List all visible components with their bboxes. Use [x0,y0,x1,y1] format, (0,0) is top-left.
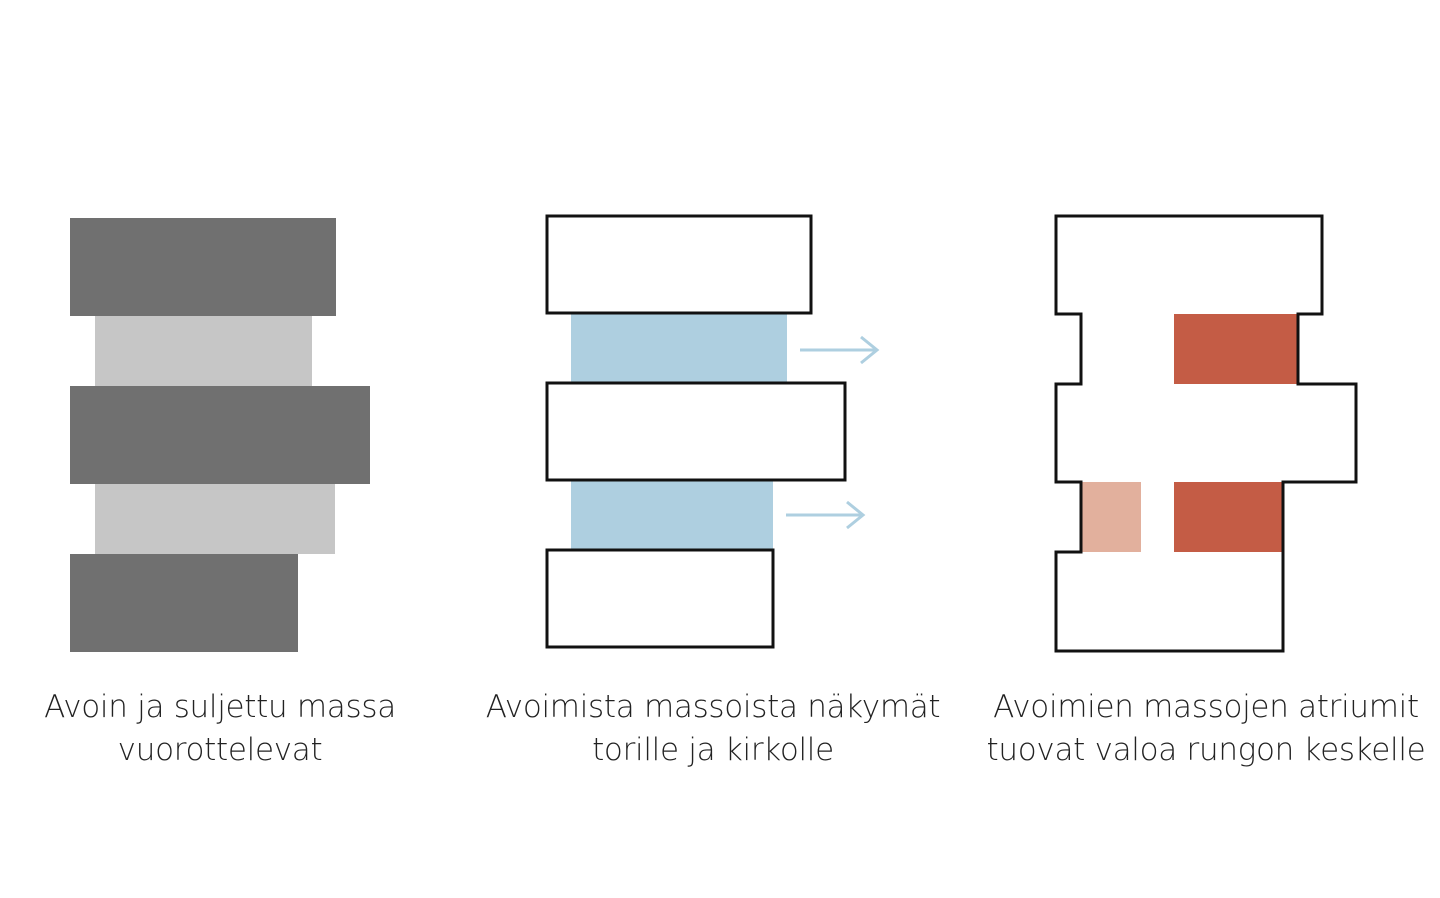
closed-block-middle [545,381,847,482]
atrium-upper-right [1174,314,1298,384]
panel-alternating-masses [70,218,370,652]
open-mass-lower [95,484,335,554]
closed-block-top [545,214,813,315]
panel-views [545,214,880,649]
right-arrow-icon [800,335,880,365]
caption-alternating-masses: Avoin ja suljettu massa vuorottelevat [20,686,420,772]
right-arrow-icon [786,500,866,530]
caption-line: Avoimista massoista näkymät [485,689,941,725]
view-zone-upper [571,314,787,382]
building-outline [1054,214,1358,653]
caption-line: Avoin ja suljettu massa [44,689,396,725]
closed-mass-bottom [70,554,298,652]
caption-atriums: Avoimien massojen atriumit tuovat valoa … [975,686,1437,772]
closed-mass-top [70,218,336,316]
closed-mass-middle [70,386,370,484]
caption-line: vuorottelevat [117,732,323,768]
atrium-lower-right [1174,482,1283,552]
closed-block-bottom [545,548,775,649]
panel-atriums [1054,214,1358,653]
atrium-lower-left [1081,482,1141,552]
view-zone-lower [571,481,773,549]
open-mass-upper [95,316,312,386]
caption-line: tuovat valoa rungon keskelle [986,732,1426,768]
caption-line: torille ja kirkolle [592,732,834,768]
caption-views: Avoimista massoista näkymät torille ja k… [463,686,963,772]
caption-line: Avoimien massojen atriumit [993,689,1419,725]
